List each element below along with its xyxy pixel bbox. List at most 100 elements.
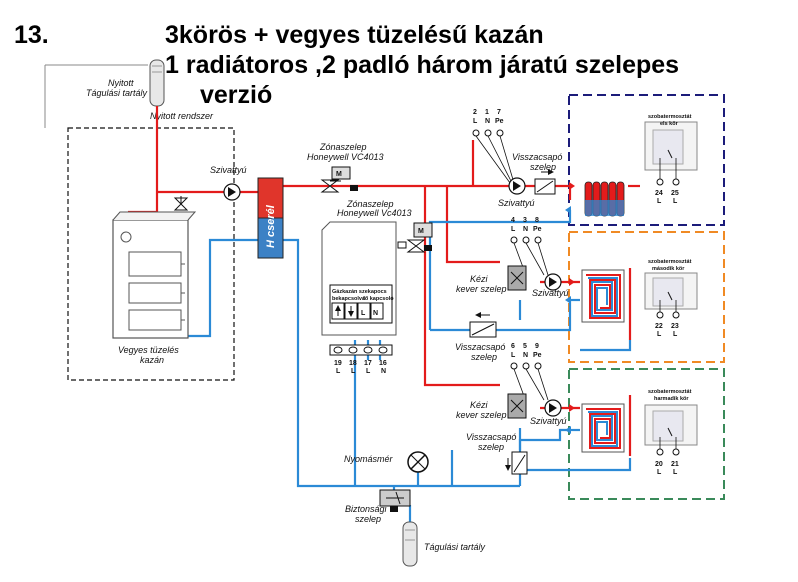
zone-valve-2: M xyxy=(397,222,433,253)
open-tank-label-2: Tágulási tartály xyxy=(86,88,148,98)
thermostat-1-sig-1: L xyxy=(657,198,662,205)
open-expansion-tank xyxy=(44,59,165,128)
title-line-1: 3körös + vegyes tüzelésű kazán xyxy=(165,21,544,49)
diagram-number: 13. xyxy=(14,21,49,49)
svg-text:M: M xyxy=(418,228,424,235)
thermostat-1-sub: els kör xyxy=(660,121,679,127)
thermostat-3-pin-1: 20 xyxy=(655,461,663,468)
pin-low-sig-2: N xyxy=(523,352,528,359)
thermostat-2-sig-1: L xyxy=(657,331,662,338)
thermostat-2-title: szobatermosztát xyxy=(648,259,692,265)
thermostat-2-pin-1: 22 xyxy=(655,323,663,330)
pin-group-top xyxy=(472,129,515,184)
safety-valve-label-2: szelep xyxy=(355,514,381,524)
pump-3-label: Szivattyú xyxy=(530,416,567,426)
zone-valve-2-label-1: Zónaszelep xyxy=(346,199,394,209)
pin-mid-sig-2: N xyxy=(523,226,528,233)
floor-pump-1 xyxy=(544,273,562,291)
controller-sub-1: bekapcsolva xyxy=(332,296,366,302)
thermostat-1-pin-1: 24 xyxy=(655,190,663,197)
thermostat-3-title: szobatermosztát xyxy=(648,389,692,395)
controller-sig-18: L xyxy=(351,368,356,375)
pin-low-num-1: 6 xyxy=(511,343,515,350)
gas-boiler-controller xyxy=(321,221,397,356)
boiler xyxy=(112,211,197,339)
thermostat-2-sig-2: L xyxy=(673,331,678,338)
controller-pin-19: 19 xyxy=(334,360,342,367)
controller-pin-17: 17 xyxy=(364,360,372,367)
check-valve-mid-label-2: szelep xyxy=(471,352,497,362)
safety-valve xyxy=(379,489,411,512)
mixer-valve-2 xyxy=(507,393,527,419)
thermostat-3-sig-1: L xyxy=(657,469,662,476)
pin-top-num-2: 1 xyxy=(485,109,489,116)
check-valve-top-label-2: szelep xyxy=(530,162,556,172)
zone-valve-1-label-1: Zónaszelep xyxy=(319,142,367,152)
heat-exchanger-label: H cserél xyxy=(265,204,277,248)
boiler-pump-label: Szivattyú xyxy=(210,165,247,175)
controller-symbol-n: N xyxy=(373,310,378,317)
open-system-label: Nyitott rendszer xyxy=(150,111,214,121)
mixer-1-label-2: kever szelep xyxy=(456,284,507,294)
pin-low-num-3: 9 xyxy=(535,343,539,350)
expansion-tank-label: Tágulási tartály xyxy=(424,542,486,552)
check-valve-mid-label-1: Visszacsapó xyxy=(455,342,505,352)
pin-top-num-1: 2 xyxy=(473,109,477,116)
pin-group-mid xyxy=(510,236,549,276)
controller-terminal-block xyxy=(329,344,393,356)
floor-pump-2 xyxy=(544,399,562,417)
radiator-check-valve xyxy=(534,169,556,195)
safety-valve-label-1: Biztonsági xyxy=(345,504,388,514)
pressure-gauge xyxy=(407,451,429,473)
check-valve-low xyxy=(505,451,528,475)
pin-mid-sig-1: L xyxy=(511,226,516,233)
controller-symbol-l: L xyxy=(361,310,366,317)
controller-sig-17: L xyxy=(366,368,371,375)
mixer-1-label-1: Kézi xyxy=(470,274,489,284)
pin-low-sig-3: Pe xyxy=(533,352,542,359)
open-tank-label-1: Nyitott xyxy=(108,78,134,88)
thermostat-3 xyxy=(644,404,698,456)
radiator-pump-label: Szivattyú xyxy=(498,198,535,208)
boiler-label-2: kazán xyxy=(140,355,164,365)
thermostat-3-sig-2: L xyxy=(673,469,678,476)
thermostat-3-sub: harmadik kör xyxy=(654,396,689,402)
controller-sub-2: fő kapcsoló xyxy=(363,296,394,302)
floor-coil-2 xyxy=(581,403,625,453)
controller-pin-16: 16 xyxy=(379,360,387,367)
radiator xyxy=(584,181,625,217)
pump-2-label: Szivattyú xyxy=(532,288,569,298)
thermostat-1 xyxy=(644,121,698,186)
boiler-pump xyxy=(223,183,241,201)
zone-valve-1-label-2: Honeywell VC4013 xyxy=(307,152,384,162)
thermostat-3-pin-2: 21 xyxy=(671,461,679,468)
return-arrows xyxy=(565,206,571,434)
boiler-valve xyxy=(173,196,189,211)
flow-arrows xyxy=(569,182,575,412)
pin-top-num-3: 7 xyxy=(497,109,501,116)
title-line-3: verzió xyxy=(200,81,273,109)
zone-1-box xyxy=(568,94,725,226)
pin-mid-num-3: 8 xyxy=(535,217,539,224)
check-valve-top-label-1: Visszacsapó xyxy=(512,152,562,162)
zone-3-box xyxy=(568,368,725,500)
pressure-gauge-label: Nyomásmér xyxy=(344,454,394,464)
thermostat-2-pin-2: 23 xyxy=(671,323,679,330)
zone-valve-2-label-2: Honeywell Vc4013 xyxy=(337,208,412,218)
thermostat-1-pin-2: 25 xyxy=(671,190,679,197)
heat-exchanger: H cserél xyxy=(257,177,284,259)
expansion-tank xyxy=(402,521,418,567)
boiler-room-box xyxy=(67,127,235,381)
pin-top-sig-2: N xyxy=(485,118,490,125)
zone-valve-1: M xyxy=(320,166,358,193)
svg-text:M: M xyxy=(336,171,342,178)
boiler-label-1: Vegyes tüzelés xyxy=(118,345,179,355)
thermostat-1-sig-2: L xyxy=(673,198,678,205)
pin-top-sig-1: L xyxy=(473,118,478,125)
floor-coil-1 xyxy=(581,269,625,323)
radiator-pump xyxy=(508,177,526,195)
pin-mid-num-2: 3 xyxy=(523,217,527,224)
check-valve-mid xyxy=(469,312,497,338)
